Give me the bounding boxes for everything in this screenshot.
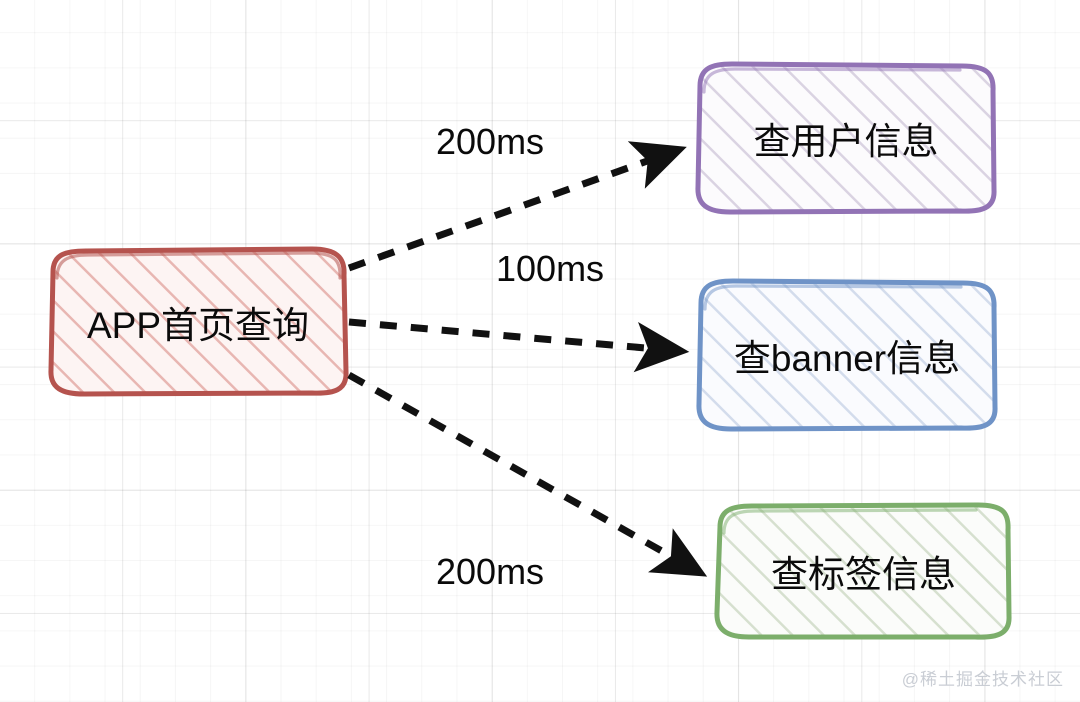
edge-tag-label: 200ms xyxy=(436,551,545,592)
node-tag-label: 查标签信息 xyxy=(771,554,956,595)
edge-banner-line xyxy=(348,318,690,373)
node-user[interactable] xyxy=(695,61,997,215)
node-banner-label: 查banner信息 xyxy=(733,337,961,379)
edge-tag xyxy=(347,371,708,577)
edge-banner-label: 100ms xyxy=(496,248,605,289)
edge-user xyxy=(347,141,687,272)
edge-banner xyxy=(348,318,690,373)
node-tag-shape xyxy=(714,502,1012,640)
node-source[interactable] xyxy=(48,246,349,397)
node-user-shape xyxy=(695,61,997,215)
node-tag-sketch-overstroke xyxy=(722,508,978,535)
watermark: @稀土掘金技术社区 xyxy=(901,670,1064,689)
edge-user-line xyxy=(347,141,687,272)
node-tag[interactable] xyxy=(714,502,1012,640)
node-source-label: APP首页查询 xyxy=(86,305,310,346)
node-banner-shape xyxy=(696,278,998,432)
node-banner-sketch-overstroke xyxy=(703,284,963,311)
edge-tag-line xyxy=(347,371,708,577)
node-user-label: 查用户信息 xyxy=(753,120,939,162)
node-source-sketch-overstroke xyxy=(55,251,342,280)
edge-user-label: 200ms xyxy=(436,121,545,162)
node-user-sketch-overstroke xyxy=(702,67,962,94)
node-source-shape xyxy=(48,246,349,397)
node-banner[interactable] xyxy=(696,278,998,432)
